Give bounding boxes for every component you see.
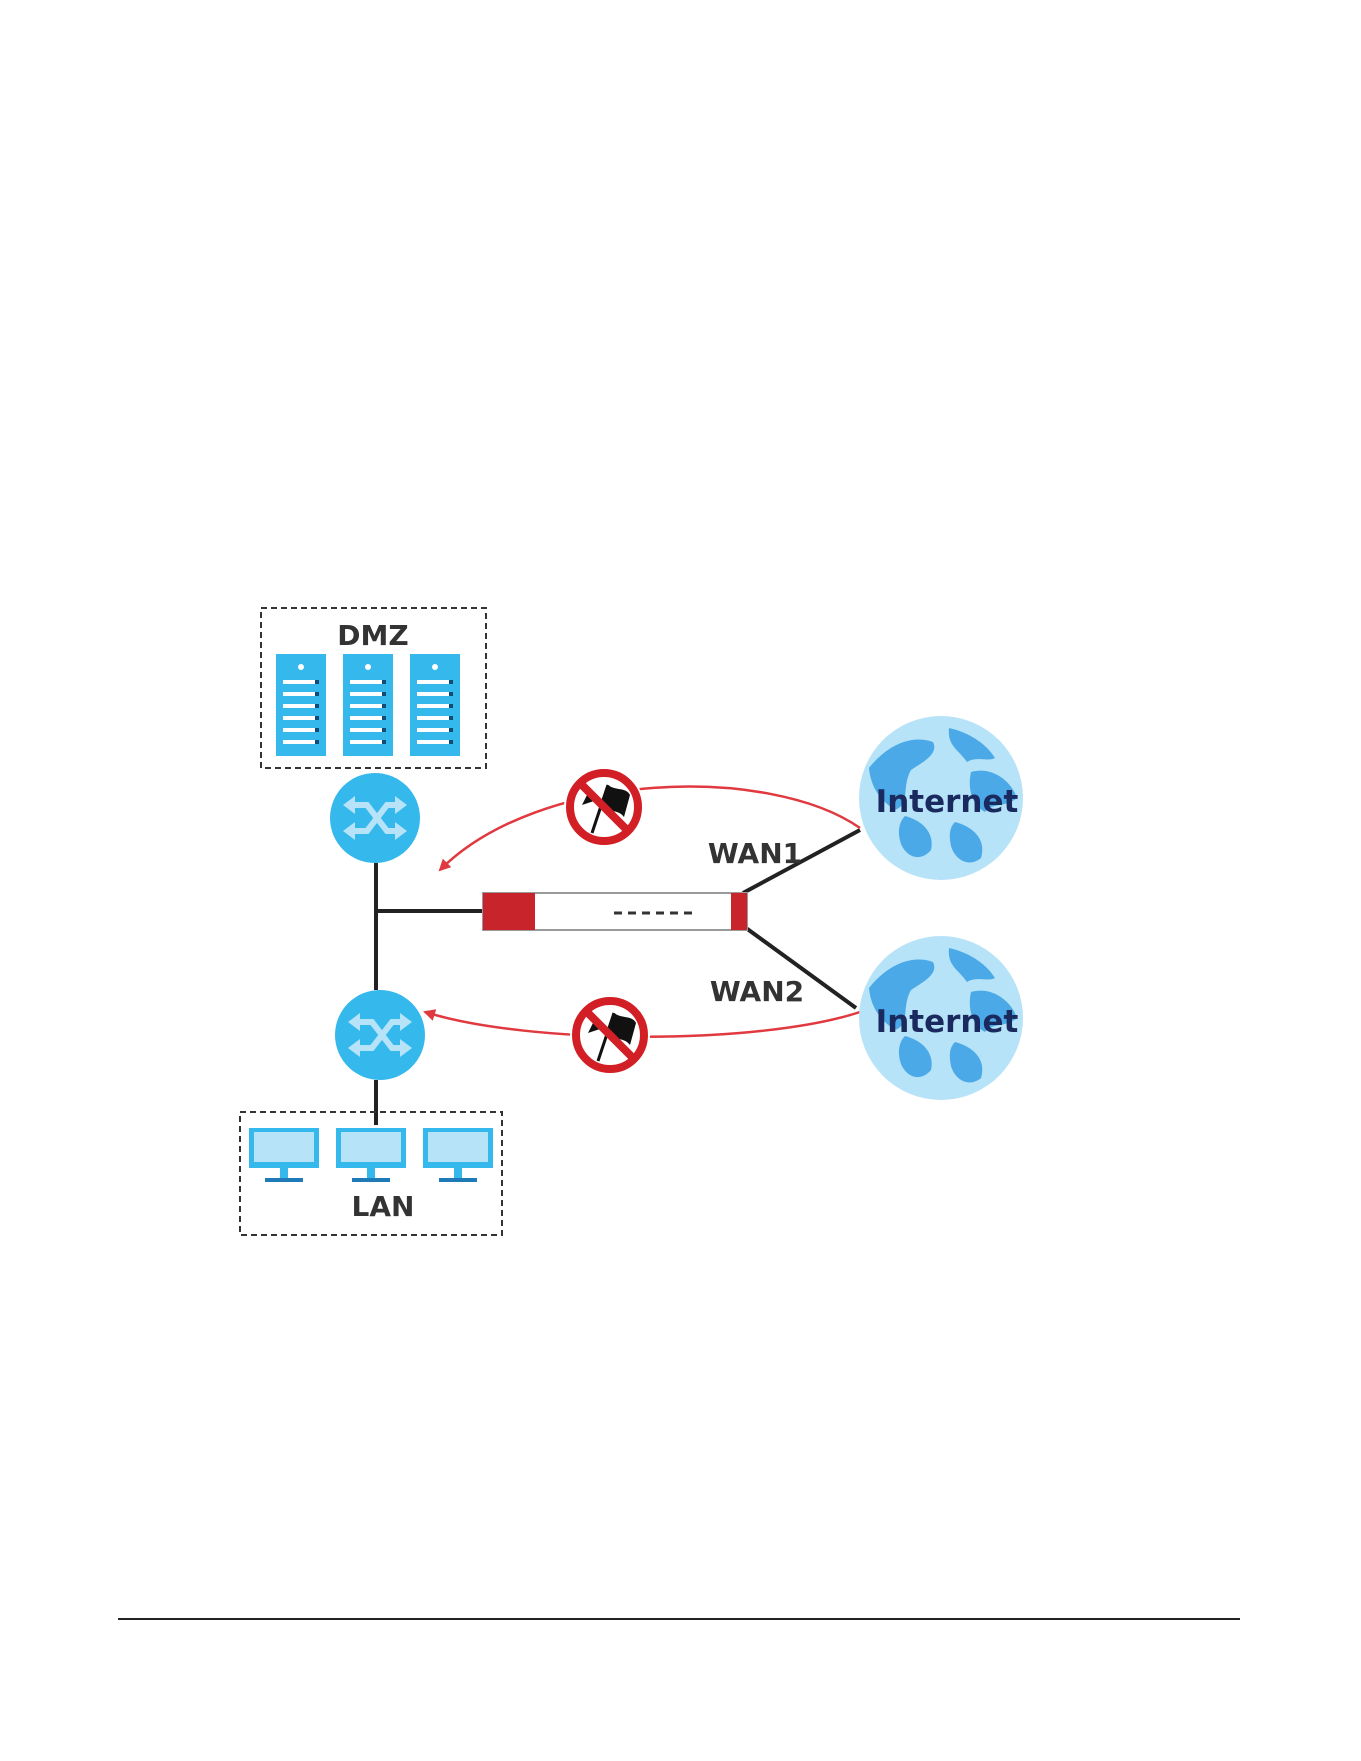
monitor-icon: [423, 1128, 493, 1182]
switch-icon: [330, 773, 420, 863]
lan-label: LAN: [352, 1190, 415, 1223]
monitor-icon: [249, 1128, 319, 1182]
server-icon: [343, 654, 393, 756]
lan-zone: LAN: [240, 1112, 502, 1235]
footer-divider: [118, 1618, 1240, 1620]
no-attack-icon: [564, 767, 644, 847]
server-icon: [410, 654, 460, 756]
wan2-label: WAN2: [710, 975, 804, 1008]
internet-cloud-wan2: Internet: [859, 936, 1023, 1100]
dmz-zone: DMZ: [261, 608, 486, 768]
wan1-label: WAN1: [708, 837, 802, 870]
no-attack-icon: [570, 995, 650, 1075]
monitor-icon: [336, 1128, 406, 1182]
internet-cloud-wan1: Internet: [859, 716, 1023, 880]
server-icon: [276, 654, 326, 756]
dmz-label: DMZ: [337, 619, 408, 652]
switch-icon: [335, 990, 425, 1080]
internet-label: Internet: [876, 1004, 1019, 1040]
internet-label: Internet: [876, 784, 1019, 820]
firewall-device-icon: [483, 893, 747, 930]
